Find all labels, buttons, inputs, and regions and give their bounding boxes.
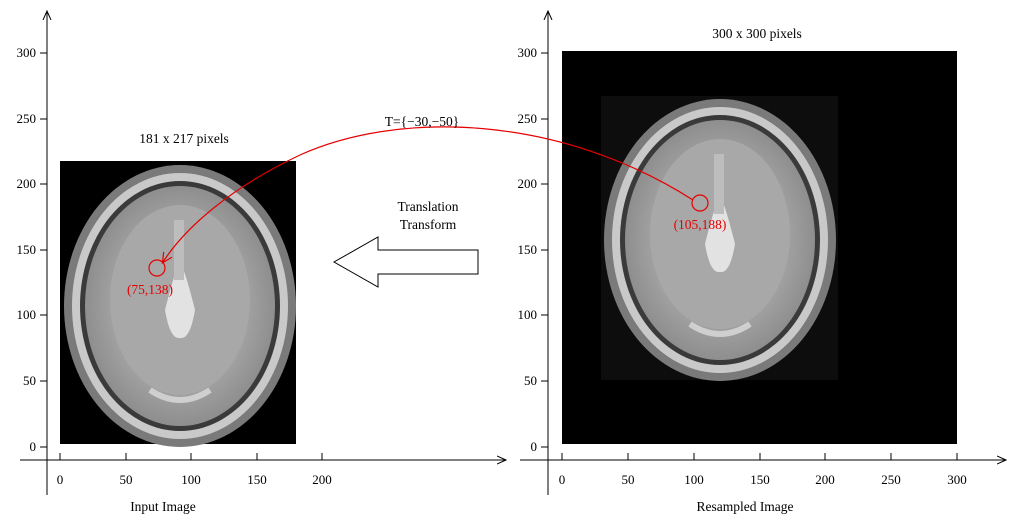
resampled-point-label: (105,188) (674, 217, 727, 232)
right-x-tick-300: 300 (947, 472, 967, 487)
transform-label-line1: Translation (397, 199, 458, 214)
left-x-tick-50: 50 (120, 472, 133, 487)
left-x-tick-200: 200 (312, 472, 332, 487)
right-y-tick-250: 250 (518, 111, 538, 126)
left-y-tick-300: 300 (17, 45, 37, 60)
right-x-tick-150: 150 (750, 472, 770, 487)
left-x-tick-100: 100 (181, 472, 201, 487)
right-x-tick-200: 200 (815, 472, 835, 487)
resampled-image-panel: 0 50 100 150 200 250 300 0 50 100 150 20… (518, 12, 1006, 514)
input-size-label: 181 x 217 pixels (139, 131, 229, 146)
right-x-tick-50: 50 (622, 472, 635, 487)
resampled-image-caption: Resampled Image (696, 499, 793, 514)
left-y-tick-100: 100 (17, 307, 37, 322)
transform-label-line2: Transform (400, 217, 457, 232)
left-y-tick-250: 250 (17, 111, 37, 126)
right-y-tick-0: 0 (531, 439, 538, 454)
left-x-tick-150: 150 (247, 472, 267, 487)
mapping-curve-arrow (163, 126, 694, 262)
input-image-panel: 0 50 100 150 200 250 300 0 50 100 150 20… (17, 12, 506, 514)
left-x-tick-0: 0 (57, 472, 64, 487)
input-point-label: (75,138) (127, 282, 173, 297)
right-y-tick-150: 150 (518, 242, 538, 257)
resampled-brain-image (604, 99, 836, 381)
resampled-point-marker (691, 194, 709, 212)
right-x-tick-0: 0 (559, 472, 566, 487)
left-y-tick-0: 0 (30, 439, 37, 454)
right-y-tick-200: 200 (518, 176, 538, 191)
translation-arrow-icon (332, 236, 479, 288)
left-y-tick-150: 150 (17, 242, 37, 257)
transform-annotation: Translation Transform T={−30,−50} (163, 114, 694, 288)
input-brain-image (64, 165, 296, 447)
left-y-tick-200: 200 (17, 176, 37, 191)
right-x-tick-250: 250 (881, 472, 901, 487)
transform-equation: T={−30,−50} (385, 114, 459, 129)
input-image-caption: Input Image (130, 499, 196, 514)
right-y-tick-100: 100 (518, 307, 538, 322)
left-y-tick-50: 50 (23, 373, 36, 388)
right-y-tick-300: 300 (518, 45, 538, 60)
input-point-marker (148, 259, 166, 277)
resampled-size-label: 300 x 300 pixels (712, 26, 802, 41)
right-x-tick-100: 100 (684, 472, 704, 487)
right-y-tick-50: 50 (524, 373, 537, 388)
